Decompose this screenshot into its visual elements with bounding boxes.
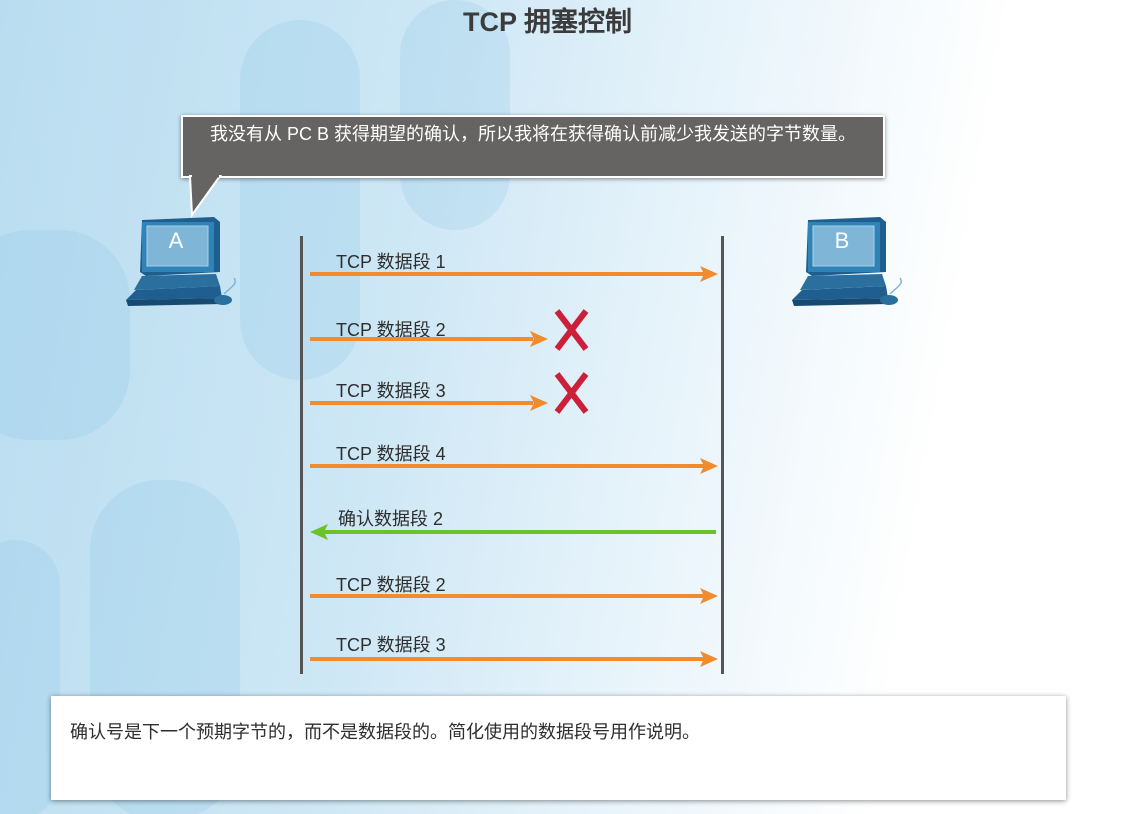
segment-label: TCP 数据段 4 xyxy=(336,444,446,464)
background-decoration xyxy=(0,230,130,440)
segment-arrow xyxy=(310,588,718,604)
host-a-label: A xyxy=(168,228,184,253)
segment-label: TCP 数据段 3 xyxy=(336,635,446,655)
callout-tail xyxy=(188,175,222,218)
segment-label: TCP 数据段 1 xyxy=(336,252,446,272)
host-b-label: B xyxy=(834,228,850,253)
computer-icon xyxy=(792,217,902,306)
timeline-a xyxy=(300,236,303,674)
note-text: 确认号是下一个预期字节的，而不是数据段的。简化使用的数据段号用作说明。 xyxy=(70,722,700,742)
segment-label: TCP 数据段 2 xyxy=(336,575,446,595)
segment-label: TCP 数据段 2 xyxy=(336,320,446,340)
computer-a: A xyxy=(124,214,240,310)
page-title: TCP 拥塞控制 xyxy=(462,7,632,37)
lost-x-icon xyxy=(554,372,589,414)
computer-icon xyxy=(126,217,236,306)
background-decoration xyxy=(0,540,60,814)
lost-x-icon xyxy=(554,309,589,351)
segment-label: 确认数据段 2 xyxy=(338,509,444,529)
segment-arrow xyxy=(310,395,548,411)
ack-arrow xyxy=(310,524,716,540)
segment-arrow xyxy=(310,458,718,474)
segment-arrow xyxy=(310,651,718,667)
timeline-b xyxy=(721,236,724,674)
explanation-note: 确认号是下一个预期字节的，而不是数据段的。简化使用的数据段号用作说明。 xyxy=(51,696,1066,800)
segment-arrow xyxy=(310,266,718,282)
segment-label: TCP 数据段 3 xyxy=(336,381,446,401)
computer-b: B xyxy=(790,214,906,310)
speech-callout: 我没有从 PC B 获得期望的确认，所以我将在获得确认前减少我发送的字节数量。 xyxy=(181,115,885,178)
callout-text: 我没有从 PC B 获得期望的确认，所以我将在获得确认前减少我发送的字节数量。 xyxy=(209,124,856,144)
segment-arrow xyxy=(310,331,548,347)
